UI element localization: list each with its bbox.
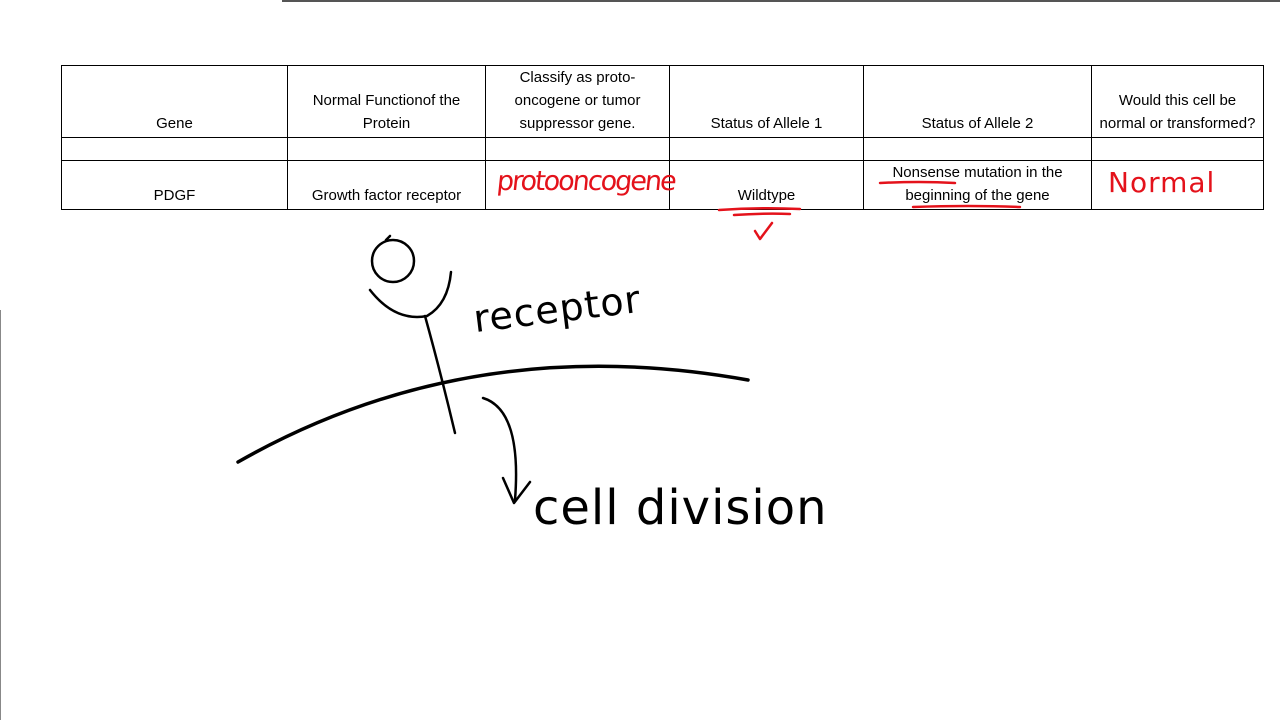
arrow-head-icon <box>501 476 532 505</box>
cell-allele-1: Wildtype <box>669 160 864 210</box>
ligand-circle-icon <box>370 238 416 284</box>
header-classification: Classify as proto-oncogene or tumor supp… <box>485 65 670 138</box>
left-divider <box>0 310 1 720</box>
table-header-row: Gene Normal Functionof the Protein Class… <box>61 65 1264 138</box>
receptor-stem <box>423 314 457 435</box>
check-mark-icon <box>753 221 774 241</box>
cell-membrane <box>236 364 750 464</box>
receptor-cup <box>368 270 453 319</box>
table-row-empty <box>61 137 1264 161</box>
cell-allele-2: Nonsense mutation in the beginning of th… <box>863 160 1092 210</box>
cell-division-label: cell division <box>533 480 828 536</box>
table-cell <box>669 137 864 161</box>
header-normal-function: Normal Functionof the Protein <box>287 65 486 138</box>
cell-outcome <box>1091 160 1264 210</box>
handwritten-outcome: Normal <box>1108 166 1216 199</box>
underline-wildtype-2 <box>732 212 792 217</box>
gene-table: Gene Normal Functionof the Protein Class… <box>61 65 1264 210</box>
table-row: PDGF Growth factor receptor Wildtype Non… <box>61 160 1264 210</box>
table-cell <box>61 137 288 161</box>
ligand-stem <box>384 234 392 242</box>
table-cell <box>863 137 1092 161</box>
header-outcome: Would this cell be normal or transformed… <box>1091 65 1264 138</box>
signal-arrow <box>481 396 518 502</box>
underline-wildtype <box>717 206 802 212</box>
table-cell <box>1091 137 1264 161</box>
cell-classification <box>485 160 670 210</box>
underline-beginning-of-gene <box>911 204 1022 209</box>
header-gene: Gene <box>61 65 288 138</box>
cell-gene: PDGF <box>61 160 288 210</box>
top-divider <box>282 0 1280 2</box>
table-cell <box>485 137 670 161</box>
underline-nonsense <box>878 180 957 185</box>
table-cell <box>287 137 486 161</box>
cell-function: Growth factor receptor <box>287 160 486 210</box>
